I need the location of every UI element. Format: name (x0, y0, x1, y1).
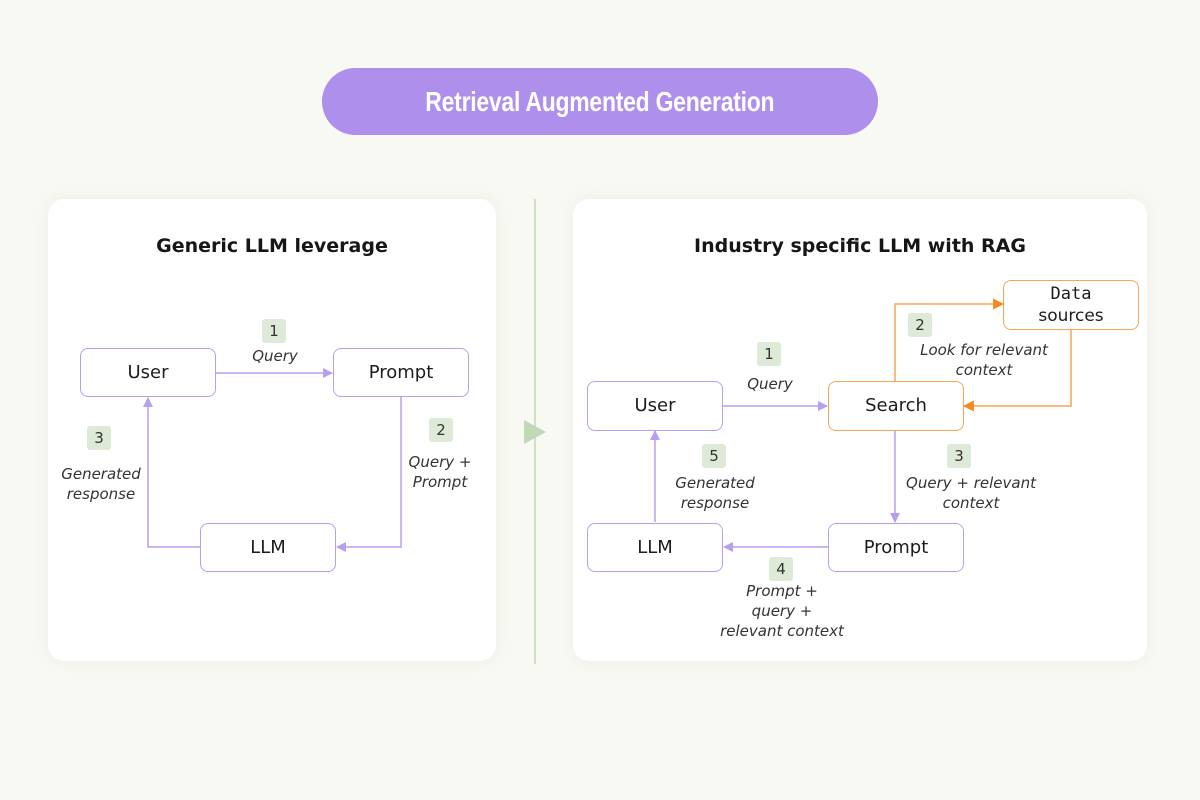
step-badge: 3 (87, 426, 111, 450)
panel-title: Industry specific LLM with RAG (694, 235, 1026, 257)
node-prompt: Prompt (828, 523, 964, 572)
step-badge: 4 (769, 557, 793, 581)
node-search: Search (828, 381, 964, 431)
banner-title: Retrieval Augmented Generation (425, 85, 775, 117)
node-user: User (80, 348, 216, 397)
step-badge: 3 (947, 444, 971, 468)
node-llm: LLM (200, 523, 336, 572)
node-user: User (587, 381, 723, 431)
node-data-sources: Data sources (1003, 280, 1139, 330)
step-badge: 1 (262, 319, 286, 343)
step-label: Query (747, 375, 793, 393)
panel-title: Generic LLM leverage (156, 235, 388, 257)
generic-llm-panel: Generic LLM leverage (48, 199, 496, 661)
step-label: Query +Prompt (408, 453, 472, 491)
node-llm: LLM (587, 523, 723, 572)
step-badge: 5 (702, 444, 726, 468)
step-label: Query (252, 347, 298, 365)
play-arrow-icon (524, 420, 546, 444)
step-label: Prompt +query +relevant context (720, 582, 844, 640)
step-badge: 2 (429, 418, 453, 442)
step-badge: 2 (908, 313, 932, 337)
title-banner: Retrieval Augmented Generation (322, 68, 878, 135)
step-badge: 1 (757, 342, 781, 366)
node-prompt: Prompt (333, 348, 469, 397)
